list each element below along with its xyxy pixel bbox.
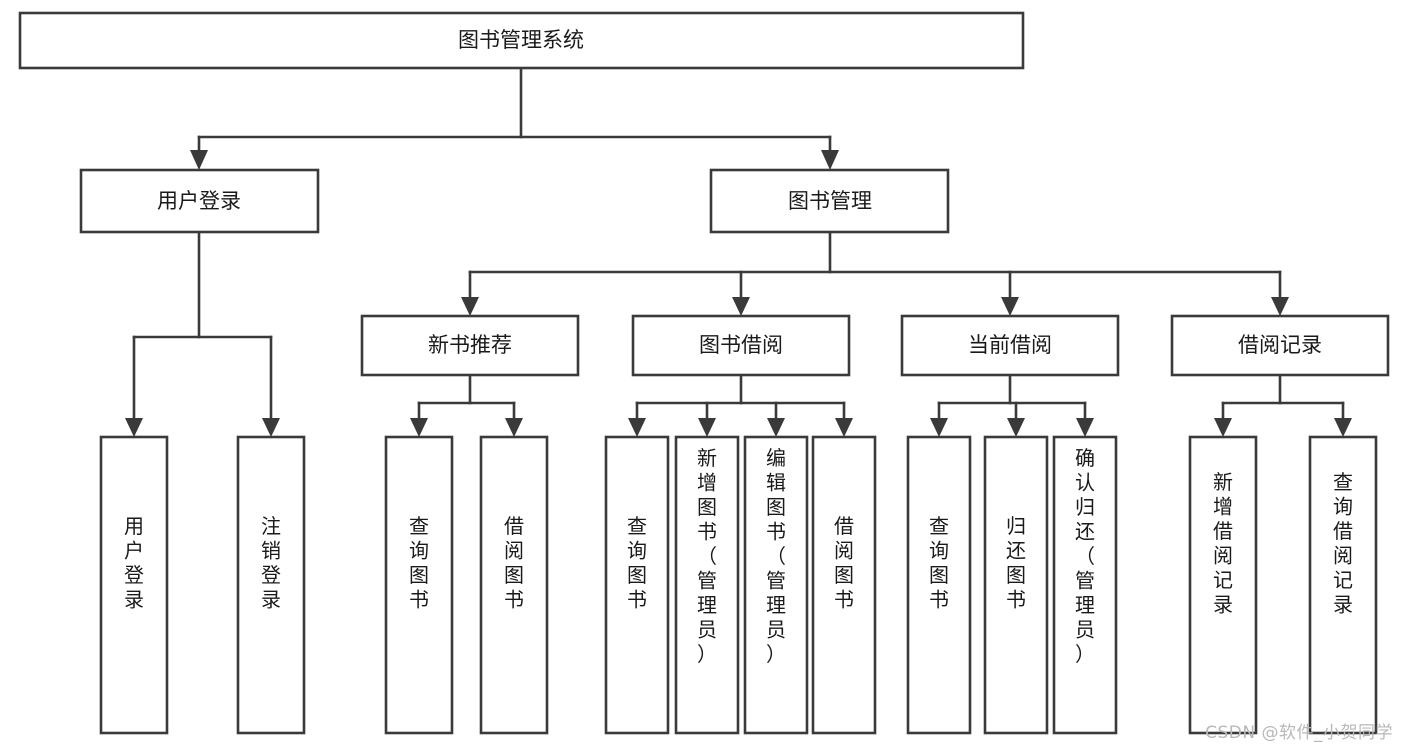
node-book-borrow-label: 图书借阅 xyxy=(699,333,783,357)
node-root[interactable]: 图书管理系统 xyxy=(18,11,1025,70)
leaf-node[interactable]: 编辑图书（管理员） xyxy=(743,435,809,735)
connector-group-borrow-record xyxy=(1214,373,1352,437)
connector-group-root xyxy=(190,66,839,170)
arrowhead-leaf-3 xyxy=(410,418,428,437)
arrowhead-record xyxy=(1271,297,1289,316)
leaf-rect[interactable] xyxy=(743,435,809,735)
node-book-borrow[interactable]: 图书借阅 xyxy=(631,314,851,377)
node-book-management-label: 图书管理 xyxy=(788,189,872,213)
leaf-rect[interactable] xyxy=(384,435,454,735)
node-current-borrow[interactable]: 当前借阅 xyxy=(900,314,1120,377)
arrowhead-leaf-5 xyxy=(628,418,646,437)
leaf-rect[interactable] xyxy=(1188,435,1258,735)
arrowhead-login xyxy=(190,150,208,170)
leaf-rect[interactable] xyxy=(479,435,549,735)
arrowhead-leaf-8 xyxy=(835,418,853,437)
leaf-label: 注销登录 xyxy=(261,514,281,612)
leaf-label: 借阅图书 xyxy=(834,514,854,612)
leaf-label: 新增图书（管理员） xyxy=(697,446,717,666)
connector-group-new-book xyxy=(410,373,523,437)
leaf-node[interactable]: 借阅图书 xyxy=(479,435,549,735)
node-new-book-recommend-label: 新书推荐 xyxy=(428,333,512,357)
leaf-node[interactable]: 查询图书 xyxy=(384,435,454,735)
node-new-book-recommend[interactable]: 新书推荐 xyxy=(360,314,580,377)
leaf-label: 用户登录 xyxy=(124,514,144,612)
node-book-management-rect[interactable] xyxy=(709,168,950,234)
leaf-label: 借阅图书 xyxy=(504,514,524,612)
arrowhead-leaf-6 xyxy=(698,418,716,437)
arrowhead-current xyxy=(1001,297,1019,316)
node-root-rect[interactable] xyxy=(18,11,1025,70)
node-borrow-record-rect[interactable] xyxy=(1170,314,1390,377)
arrowhead-leaf-7 xyxy=(767,418,785,437)
node-new-book-recommend-rect[interactable] xyxy=(360,314,580,377)
leaf-rect[interactable] xyxy=(983,435,1049,735)
leaf-rect[interactable] xyxy=(99,435,169,735)
node-current-borrow-rect[interactable] xyxy=(900,314,1120,377)
leaf-node[interactable]: 确认归还（管理员） xyxy=(1052,435,1118,735)
node-root-label: 图书管理系统 xyxy=(458,28,584,52)
arrowhead-bookmgmt xyxy=(821,150,839,170)
connector-group-book-mgmt xyxy=(461,230,1289,316)
leaf-label: 查询借阅记录 xyxy=(1333,470,1353,617)
leaf-rect[interactable] xyxy=(906,435,972,735)
arrowhead-leaf-12 xyxy=(1214,418,1232,437)
leaf-node[interactable]: 借阅图书 xyxy=(811,435,877,735)
leaf-rect[interactable] xyxy=(1308,435,1378,735)
arrowhead-newbook xyxy=(461,297,479,316)
node-user-login-label: 用户登录 xyxy=(157,189,241,213)
leaf-node[interactable]: 用户登录 xyxy=(99,435,169,735)
leaf-rect[interactable] xyxy=(236,435,306,735)
leaf-rect[interactable] xyxy=(1052,435,1118,735)
leaf-label: 归还图书 xyxy=(1006,514,1026,612)
node-borrow-record-label: 借阅记录 xyxy=(1238,333,1322,357)
connector-group-user-login xyxy=(125,230,280,437)
leaf-node[interactable]: 查询图书 xyxy=(604,435,670,735)
arrowhead-leaf-9 xyxy=(930,418,948,437)
arrowhead-leaf-13 xyxy=(1334,418,1352,437)
node-current-borrow-label: 当前借阅 xyxy=(968,333,1052,357)
arrowhead-leaf-4 xyxy=(505,418,523,437)
leaf-label: 确认归还（管理员） xyxy=(1075,446,1095,666)
node-user-login-rect[interactable] xyxy=(79,168,320,234)
leaf-label: 新增借阅记录 xyxy=(1213,470,1233,617)
csdn-watermark: CSDN @软件_小贺同学 xyxy=(1205,723,1393,743)
connector-group-book-borrow xyxy=(628,373,853,437)
leaf-label: 查询图书 xyxy=(929,514,949,612)
node-user-login[interactable]: 用户登录 xyxy=(79,168,320,234)
leaf-rect[interactable] xyxy=(811,435,877,735)
leaf-node[interactable]: 查询借阅记录 xyxy=(1308,435,1378,735)
node-book-management[interactable]: 图书管理 xyxy=(709,168,950,234)
leaf-node[interactable]: 查询图书 xyxy=(906,435,972,735)
arrowhead-borrow xyxy=(732,297,750,316)
leaf-rect[interactable] xyxy=(604,435,670,735)
node-borrow-record[interactable]: 借阅记录 xyxy=(1170,314,1390,377)
leaf-label: 查询图书 xyxy=(627,514,647,612)
leaf-label: 编辑图书（管理员） xyxy=(766,446,786,666)
leaf-node[interactable]: 新增图书（管理员） xyxy=(674,435,740,735)
leaf-node[interactable]: 归还图书 xyxy=(983,435,1049,735)
arrowhead-leaf-1 xyxy=(125,418,143,437)
arrowhead-leaf-11 xyxy=(1076,418,1094,437)
node-book-borrow-rect[interactable] xyxy=(631,314,851,377)
leaf-rect[interactable] xyxy=(674,435,740,735)
arrowhead-leaf-10 xyxy=(1007,418,1025,437)
leaf-label: 查询图书 xyxy=(409,514,429,612)
leaf-node[interactable]: 注销登录 xyxy=(236,435,306,735)
leaf-node[interactable]: 新增借阅记录 xyxy=(1188,435,1258,735)
arrowhead-leaf-2 xyxy=(262,418,280,437)
connector-group-current-borrow xyxy=(930,373,1094,437)
